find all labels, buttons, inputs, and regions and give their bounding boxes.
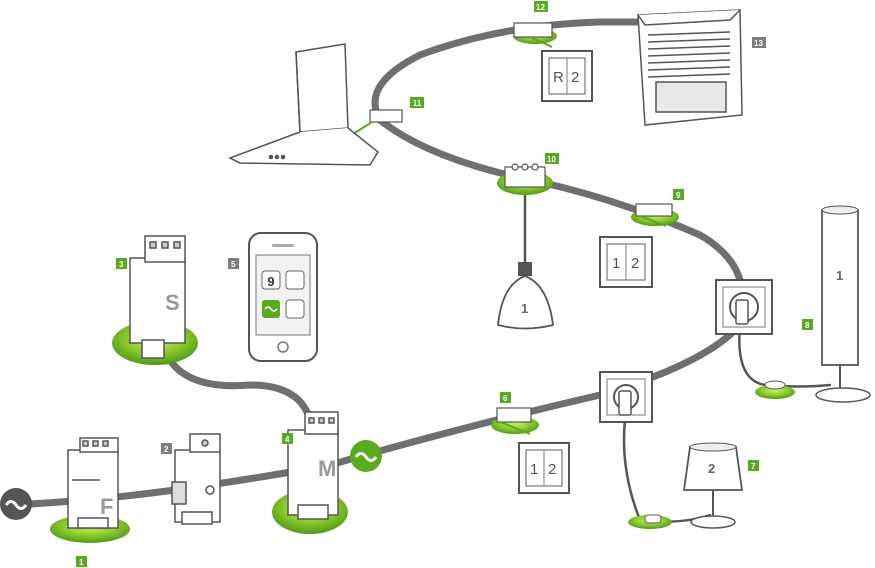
svg-text:7: 7 — [751, 462, 756, 471]
badge-4: 4 — [282, 433, 293, 444]
ac-icon — [350, 440, 382, 472]
floor-lamp-label: 1 — [836, 268, 843, 283]
svg-text:3: 3 — [119, 260, 124, 269]
socket-table — [599, 371, 653, 423]
thin-cables — [523, 193, 832, 523]
switch-9-right: 2 — [631, 255, 639, 272]
badge-3: 3 — [116, 258, 127, 269]
upper-cable — [371, 18, 746, 334]
svg-text:1: 1 — [79, 558, 84, 567]
svg-text:11: 11 — [413, 99, 422, 108]
badge-6: 6 — [500, 392, 511, 403]
svg-text:4: 4 — [285, 435, 290, 444]
badge-5: 5 — [228, 258, 239, 269]
svg-text:6: 6 — [503, 394, 508, 403]
cooker-hood — [228, 43, 379, 166]
relay-box-6 — [496, 407, 532, 435]
switch-12: R 2 — [541, 50, 593, 102]
relay-box-10 — [504, 163, 546, 188]
m-letter: M — [318, 456, 336, 481]
badge-1: 1 — [76, 556, 87, 567]
relay-box-11 — [349, 109, 403, 137]
badge-10: 10 — [545, 153, 559, 164]
ac-source-icon — [0, 488, 32, 520]
svg-text:8: 8 — [805, 321, 810, 330]
badge-2: 2 — [161, 443, 172, 454]
badge-7: 7 — [748, 460, 759, 471]
f-letter: F — [100, 494, 113, 519]
pendant-lamp-label: 1 — [521, 301, 528, 316]
phone-icon: 9 — [248, 232, 318, 362]
svg-text:5: 5 — [231, 260, 236, 269]
svg-text:13: 13 — [754, 39, 763, 48]
svg-text:10: 10 — [547, 155, 556, 164]
s-module: S — [129, 235, 186, 359]
table-lamp-label: 2 — [708, 461, 715, 476]
s-to-m-cable — [166, 356, 314, 424]
badge-11: 11 — [410, 97, 424, 108]
switch-9-left: 1 — [612, 255, 620, 272]
switch-6-left: 1 — [530, 461, 538, 478]
floor-lamp: 1 — [764, 205, 871, 403]
switch-12-left: R — [553, 69, 564, 86]
switch-6-right: 2 — [548, 461, 556, 478]
m-module: M — [287, 411, 339, 520]
circuit-breaker — [171, 433, 221, 525]
switch-12-right: 2 — [571, 69, 579, 86]
badge-8: 8 — [802, 319, 813, 330]
relay-box-12 — [513, 22, 553, 48]
svg-text:9: 9 — [676, 191, 681, 200]
s-letter: S — [165, 290, 180, 315]
svg-text:2: 2 — [164, 445, 169, 454]
socket-floor — [715, 279, 773, 335]
f-module: F — [67, 437, 119, 529]
switch-9: 1 2 — [599, 236, 653, 288]
switch-6: 1 2 — [518, 442, 570, 494]
badge-13: 13 — [752, 37, 766, 48]
table-lamp: 2 — [644, 442, 744, 529]
svg-text:12: 12 — [536, 3, 545, 12]
relay-box-9 — [635, 203, 673, 227]
badge-9: 9 — [673, 189, 684, 200]
roller-shutter — [637, 9, 743, 126]
pendant-lamp: 1 — [497, 262, 554, 330]
badges: 1 2 3 4 5 6 7 8 — [76, 1, 813, 567]
phone-date: 9 — [267, 274, 274, 289]
badge-12: 12 — [534, 1, 548, 12]
